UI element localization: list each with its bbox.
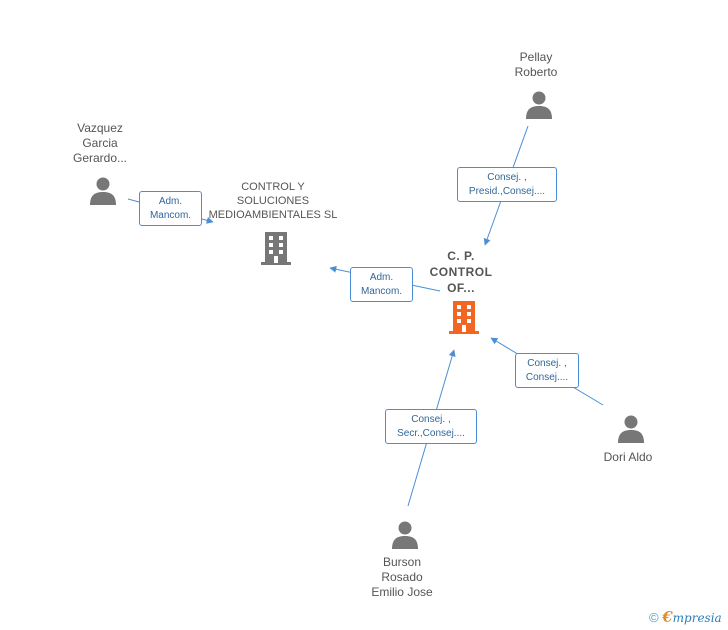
name-line: C. P.	[447, 249, 475, 263]
name-line: CONTROL	[429, 265, 493, 279]
company-name-control-soluciones: CONTROL Y SOLUCIONES MEDIOAMBIENTALES SL	[203, 180, 343, 222]
relation-box-dori-cp[interactable]: Consej. , Consej....	[515, 353, 579, 388]
name-line: Dori Aldo	[603, 450, 653, 464]
relation-line: Consej. ,	[487, 172, 527, 183]
footer-brand: © €mpresia	[649, 608, 722, 626]
person-name-burson: Burson Rosado Emilio Jose	[352, 555, 452, 600]
copyright-symbol: ©	[649, 610, 659, 625]
relation-box-burson-cp[interactable]: Consej. , Secr.,Consej....	[385, 409, 477, 444]
person-name-pellay: Pellay Roberto	[486, 50, 586, 80]
name-line: CONTROL Y	[241, 181, 305, 193]
name-line: MEDIOAMBIENTALES SL	[208, 209, 338, 221]
name-line: Pellay	[519, 50, 553, 64]
relation-line: Adm.	[158, 196, 183, 207]
brand-logo-text: mpresia	[672, 611, 722, 625]
relation-line: Consej. ,	[411, 414, 451, 425]
brand-logo-initial: €	[662, 608, 673, 626]
relation-line: Presid.,Consej....	[468, 186, 546, 197]
relation-line: Mancom.	[149, 210, 192, 221]
name-line: Emilio Jose	[371, 585, 433, 599]
name-line: Vazquez	[77, 121, 123, 135]
name-line: Rosado	[381, 570, 423, 584]
name-line: Garcia	[82, 136, 118, 150]
relation-box-cp-control[interactable]: Adm. Mancom.	[350, 267, 413, 302]
relation-line: Mancom.	[360, 286, 403, 297]
person-name-dori: Dori Aldo	[578, 450, 678, 465]
person-icon[interactable]	[524, 90, 554, 120]
relation-line: Consej. ,	[527, 358, 567, 369]
name-line: Gerardo...	[72, 151, 128, 165]
relation-line: Secr.,Consej....	[397, 428, 465, 439]
building-icon[interactable]	[260, 230, 292, 266]
brand-logo: €mpresia	[662, 608, 722, 626]
person-name-vazquez: Vazquez Garcia Gerardo...	[50, 121, 150, 166]
relation-box-pellay-cp[interactable]: Consej. , Presid.,Consej....	[457, 167, 557, 202]
person-icon[interactable]	[88, 176, 118, 206]
company-name-cp-control: C. P. CONTROL OF...	[411, 248, 511, 296]
name-line: OF...	[447, 281, 475, 295]
name-line: Roberto	[514, 65, 558, 79]
building-icon[interactable]	[448, 299, 480, 335]
name-line: SOLUCIONES	[236, 195, 310, 207]
relation-box-vazquez-control[interactable]: Adm. Mancom.	[139, 191, 202, 226]
person-icon[interactable]	[616, 414, 646, 444]
relation-line: Consej....	[525, 372, 569, 383]
person-icon[interactable]	[390, 520, 420, 550]
relation-line: Adm.	[369, 272, 394, 283]
name-line: Burson	[382, 555, 422, 569]
